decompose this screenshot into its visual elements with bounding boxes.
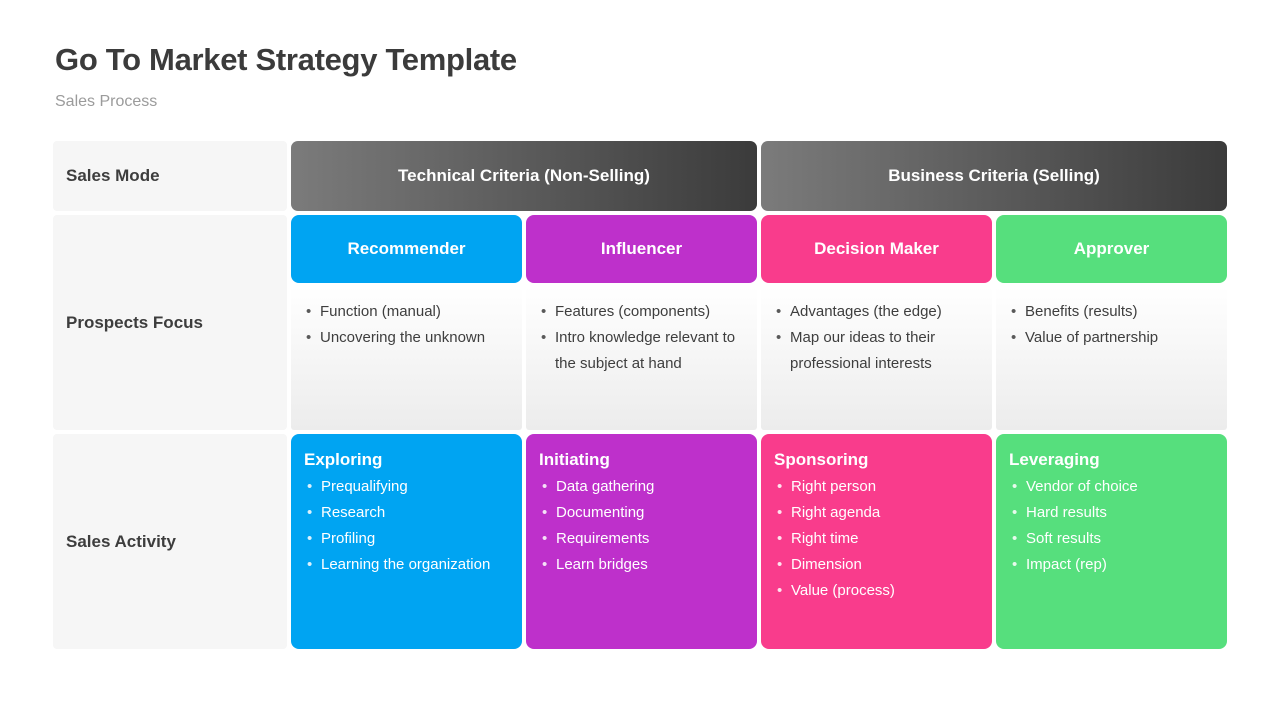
strategy-matrix: Sales Mode Technical Criteria (Non-Selli… [53,141,1227,649]
focus-body: Features (components) Intro knowledge re… [526,287,757,430]
activity-title: Initiating [539,450,610,469]
bullet-item: Documenting [539,500,747,526]
bullet-item: Right agenda [774,500,982,526]
role-pill-approver: Approver [996,215,1227,283]
page-subtitle: Sales Process [55,93,158,110]
activity-bullet-list: Right person Right agenda Right time Dim… [774,474,982,604]
bullet-item: Features (components) [538,299,747,325]
focus-bullet-list: Function (manual) Uncovering the unknown [303,299,512,351]
bullet-item: Data gathering [539,474,747,500]
role-pill-text: Approver [1073,239,1150,258]
role-pill-decision-maker: Decision Maker [761,215,992,283]
bullet-item: Learning the organization [304,552,512,578]
activity-title: Exploring [304,450,383,469]
group-header-text: Business Criteria (Selling) [888,166,1100,185]
activity-block-leveraging: Leveraging Vendor of choice Hard results… [996,434,1227,649]
bullet-item: Prequalifying [304,474,512,500]
group-header-text: Technical Criteria (Non-Selling) [398,166,650,185]
focus-bullet-list: Features (components) Intro knowledge re… [538,299,747,377]
bullet-item: Map our ideas to their professional inte… [773,325,982,377]
row-label-sales-mode: Sales Mode [53,141,287,211]
focus-bullet-list: Advantages (the edge) Map our ideas to t… [773,299,982,377]
bullet-item: Research [304,500,512,526]
activity-block-initiating: Initiating Data gathering Documenting Re… [526,434,757,649]
focus-body: Advantages (the edge) Map our ideas to t… [761,287,992,430]
row-label-prospects-focus: Prospects Focus [53,215,287,430]
activity-bullet-list: Data gathering Documenting Requirements … [539,474,747,578]
group-header-technical: Technical Criteria (Non-Selling) [291,141,757,211]
role-pill-text: Decision Maker [814,239,939,258]
focus-column-decision-maker: Decision Maker Advantages (the edge) Map… [761,215,992,430]
bullet-item: Profiling [304,526,512,552]
role-pill-influencer: Influencer [526,215,757,283]
bullet-item: Hard results [1009,500,1217,526]
bullet-item: Impact (rep) [1009,552,1217,578]
bullet-item: Right person [774,474,982,500]
bullet-item: Value of partnership [1008,325,1217,351]
role-pill-text: Recommender [347,239,466,258]
bullet-item: Right time [774,526,982,552]
bullet-item: Soft results [1009,526,1217,552]
focus-column-recommender: Recommender Function (manual) Uncovering… [291,215,522,430]
bullet-item: Dimension [774,552,982,578]
row-label-text: Sales Activity [66,531,176,551]
row-label-text: Prospects Focus [66,312,203,332]
activity-block-sponsoring: Sponsoring Right person Right agenda Rig… [761,434,992,649]
activity-title: Leveraging [1009,450,1100,469]
bullet-item: Requirements [539,526,747,552]
bullet-item: Intro knowledge relevant to the subject … [538,325,747,377]
bullet-item: Benefits (results) [1008,299,1217,325]
bullet-item: Function (manual) [303,299,512,325]
page-title: Go To Market Strategy Template [55,42,517,77]
bullet-item: Vendor of choice [1009,474,1217,500]
bullet-item: Advantages (the edge) [773,299,982,325]
activity-block-exploring: Exploring Prequalifying Research Profili… [291,434,522,649]
bullet-item: Learn bridges [539,552,747,578]
focus-column-approver: Approver Benefits (results) Value of par… [996,215,1227,430]
group-header-business: Business Criteria (Selling) [761,141,1227,211]
role-pill-text: Influencer [600,239,683,258]
focus-body: Function (manual) Uncovering the unknown [291,287,522,430]
role-pill-recommender: Recommender [291,215,522,283]
activity-bullet-list: Vendor of choice Hard results Soft resul… [1009,474,1217,578]
activity-bullet-list: Prequalifying Research Profiling Learnin… [304,474,512,578]
focus-bullet-list: Benefits (results) Value of partnership [1008,299,1217,351]
row-label-text: Sales Mode [66,166,160,185]
bullet-item: Uncovering the unknown [303,325,512,351]
activity-title: Sponsoring [774,450,869,469]
focus-body: Benefits (results) Value of partnership [996,287,1227,430]
row-label-sales-activity: Sales Activity [53,434,287,649]
bullet-item: Value (process) [774,578,982,604]
focus-column-influencer: Influencer Features (components) Intro k… [526,215,757,430]
